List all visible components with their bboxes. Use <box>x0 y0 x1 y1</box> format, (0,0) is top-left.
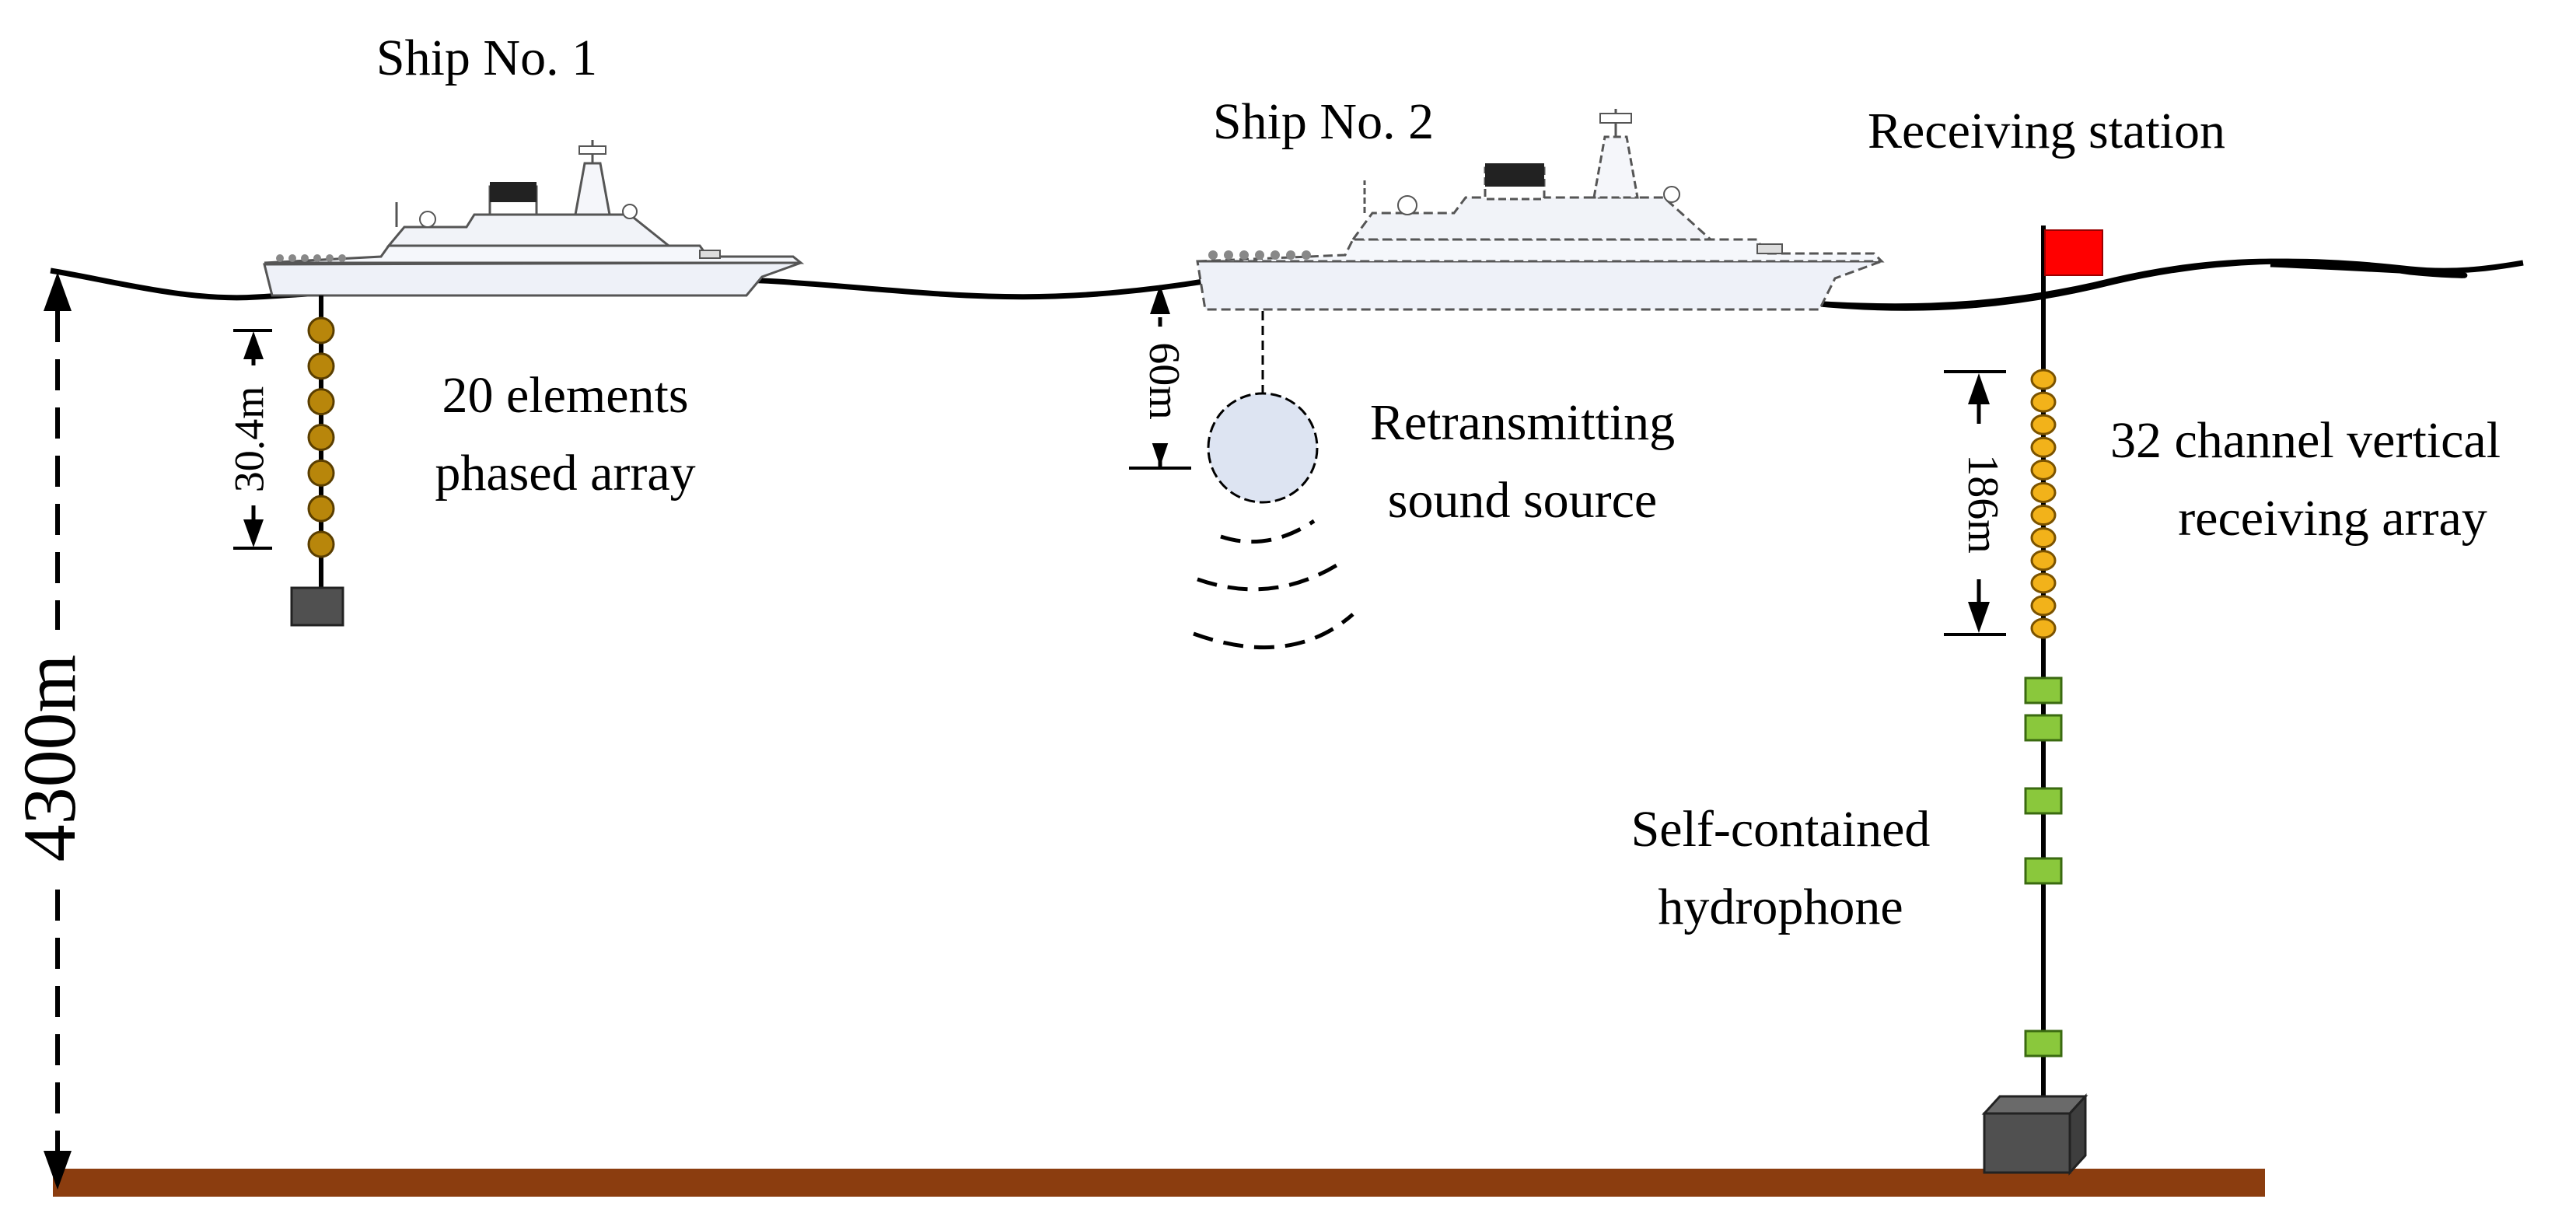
vertical-array-label-line1: 32 channel vertical <box>2110 412 2501 469</box>
receiving-array-element <box>2030 595 2057 617</box>
phased-array-element <box>307 316 335 344</box>
flag-icon <box>2041 225 2103 327</box>
hydrophone-icon <box>2024 787 2063 815</box>
phased-array-elements <box>307 316 335 558</box>
ship-1: Ship No. 1 <box>263 30 805 297</box>
phased-array-element <box>307 388 335 416</box>
ship-icon <box>263 140 805 297</box>
sea-surface-right <box>1811 258 2524 311</box>
hydrophone-icon <box>2024 857 2063 885</box>
vertical-array-length-label: 186m <box>1959 454 2007 554</box>
sound-source-icon <box>1207 392 1319 504</box>
phased-array-length-label: 30.4m <box>225 386 272 493</box>
sound-source: 60m Retransmitting sound source <box>1129 285 1675 650</box>
hydrophone-label-line2: hydrophone <box>1658 879 1903 935</box>
receiving-array-element <box>2030 436 2057 458</box>
hydrophone-icon <box>2024 676 2063 704</box>
hydrophone-icon <box>2024 1029 2063 1057</box>
ship-1-label: Ship No. 1 <box>376 30 597 86</box>
anchor-weight-icon <box>290 586 344 627</box>
seabed <box>53 1169 2265 1197</box>
phased-array-length-dimension: 30.4m <box>225 329 272 550</box>
phased-array-label-line2: phased array <box>435 445 695 502</box>
receiving-array-element <box>2030 550 2057 572</box>
ship-2: Ship No. 2 <box>1196 93 1885 311</box>
source-depth-label: 60m <box>1140 342 1188 420</box>
vertical-array-label-line2: receiving array <box>2178 490 2487 547</box>
ship-icon <box>1196 109 1885 311</box>
depth-dimension: 4300m <box>8 272 91 1190</box>
receiving-array-element <box>2030 617 2057 639</box>
phased-array-element <box>307 352 335 380</box>
sound-wave-icon <box>1193 519 1354 650</box>
receiving-array-element <box>2030 459 2057 481</box>
receiving-array-element <box>2030 369 2057 390</box>
vertical-array-length-dimension: 186m <box>1944 370 2007 636</box>
hydrophones <box>2024 676 2063 1057</box>
receiving-station-label: Receiving station <box>1868 103 2225 159</box>
receiving-array-element <box>2030 505 2057 526</box>
source-depth-dimension: 60m <box>1129 285 1191 470</box>
sound-source-label-line1: Retransmitting <box>1370 394 1675 451</box>
phased-array: 30.4m 20 elements phased array <box>225 295 696 627</box>
receiving-array-elements <box>2030 369 2057 639</box>
sound-source-label-line2: sound source <box>1388 472 1657 529</box>
anchor-weight-icon <box>1981 1093 2088 1176</box>
phased-array-element <box>307 459 335 487</box>
receiving-array-element <box>2030 527 2057 549</box>
receiving-array-element <box>2030 572 2057 594</box>
phased-array-label-line1: 20 elements <box>442 367 688 424</box>
receiving-array-element <box>2030 481 2057 503</box>
hydrophone-icon <box>2024 714 2063 742</box>
hydrophone-label-line1: Self-contained <box>1631 801 1931 858</box>
ship-2-label: Ship No. 2 <box>1213 93 1434 150</box>
phased-array-element <box>307 424 335 451</box>
phased-array-element <box>307 495 335 523</box>
depth-label: 4300m <box>8 655 91 862</box>
receiving-array-element <box>2030 391 2057 413</box>
phased-array-element <box>307 530 335 558</box>
receiving-station: Receiving station 186m 32 channel vertic… <box>1631 103 2501 1176</box>
receiving-array-element <box>2030 414 2057 435</box>
